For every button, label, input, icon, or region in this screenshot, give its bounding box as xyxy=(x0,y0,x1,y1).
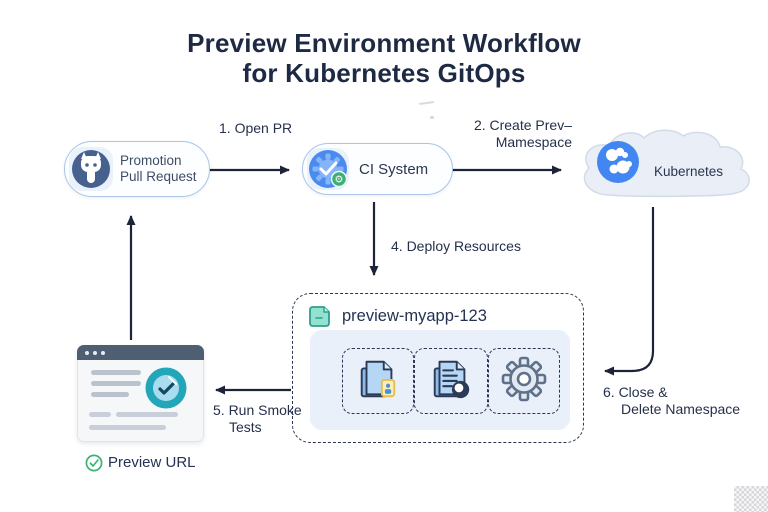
node-kubernetes-label: Kubernetes xyxy=(654,164,724,179)
edge-label-open-pr: 1. Open PR xyxy=(219,120,293,136)
namespace-label: preview-myapp-123 xyxy=(342,307,487,325)
content-line xyxy=(91,381,141,386)
octocat-icon xyxy=(69,147,113,191)
node-promotion-label: Promotion Pull Request xyxy=(120,153,197,184)
content-line xyxy=(91,392,129,397)
settings-gear-icon xyxy=(501,356,547,407)
content-line xyxy=(89,425,166,430)
window-dot-icon xyxy=(85,350,89,355)
page-title-line1: Preview Environment Workflow xyxy=(187,28,581,58)
window-dot-icon xyxy=(93,350,97,355)
node-ci-system: ⚙ CI System xyxy=(302,143,453,195)
page-title-line2: for Kubernetes GitOps xyxy=(242,58,526,88)
svg-text:⚙: ⚙ xyxy=(335,174,344,185)
preview-url-caption: Preview URL xyxy=(108,454,196,471)
window-dot-icon xyxy=(101,350,105,355)
check-circle-icon xyxy=(85,454,103,477)
namespace-note-icon xyxy=(306,303,333,335)
node-ci-label: CI System xyxy=(359,160,429,178)
node-promotion-pull-request: Promotion Pull Request xyxy=(64,141,210,197)
artifact-checker xyxy=(734,486,768,512)
resource-config xyxy=(488,348,560,414)
edge-label-run-smoke-tests: 5. Run Smoke Tests xyxy=(213,402,302,435)
document-status-icon xyxy=(428,356,474,407)
ci-gear-check-icon: ⚙ xyxy=(307,148,349,190)
browser-window xyxy=(77,345,204,442)
verified-check-badge-icon xyxy=(144,366,188,415)
edge-label-close-delete: 6. Close & Delete Namespace xyxy=(603,384,741,417)
browser-titlebar xyxy=(77,345,204,360)
kubernetes-logo-icon xyxy=(596,140,640,189)
artifact-smudge xyxy=(430,116,434,119)
resource-deployment xyxy=(342,348,414,414)
page-title: Preview Environment Workflow for Kuberne… xyxy=(0,28,768,88)
arrow-close-delete xyxy=(604,207,655,376)
resource-service xyxy=(414,348,488,414)
edge-label-create-namespace: 2. Create Prev– Mamespace xyxy=(473,117,572,150)
sync-gear-badge-icon: ⚙ xyxy=(330,170,348,188)
node-kubernetes: Kubernetes xyxy=(570,126,762,200)
documents-stack-icon xyxy=(355,356,401,407)
content-line xyxy=(89,412,111,417)
namespace-box xyxy=(292,293,584,443)
edge-label-deploy-resources: 4. Deploy Resources xyxy=(391,238,521,254)
content-line xyxy=(116,412,178,417)
content-line xyxy=(91,370,141,375)
